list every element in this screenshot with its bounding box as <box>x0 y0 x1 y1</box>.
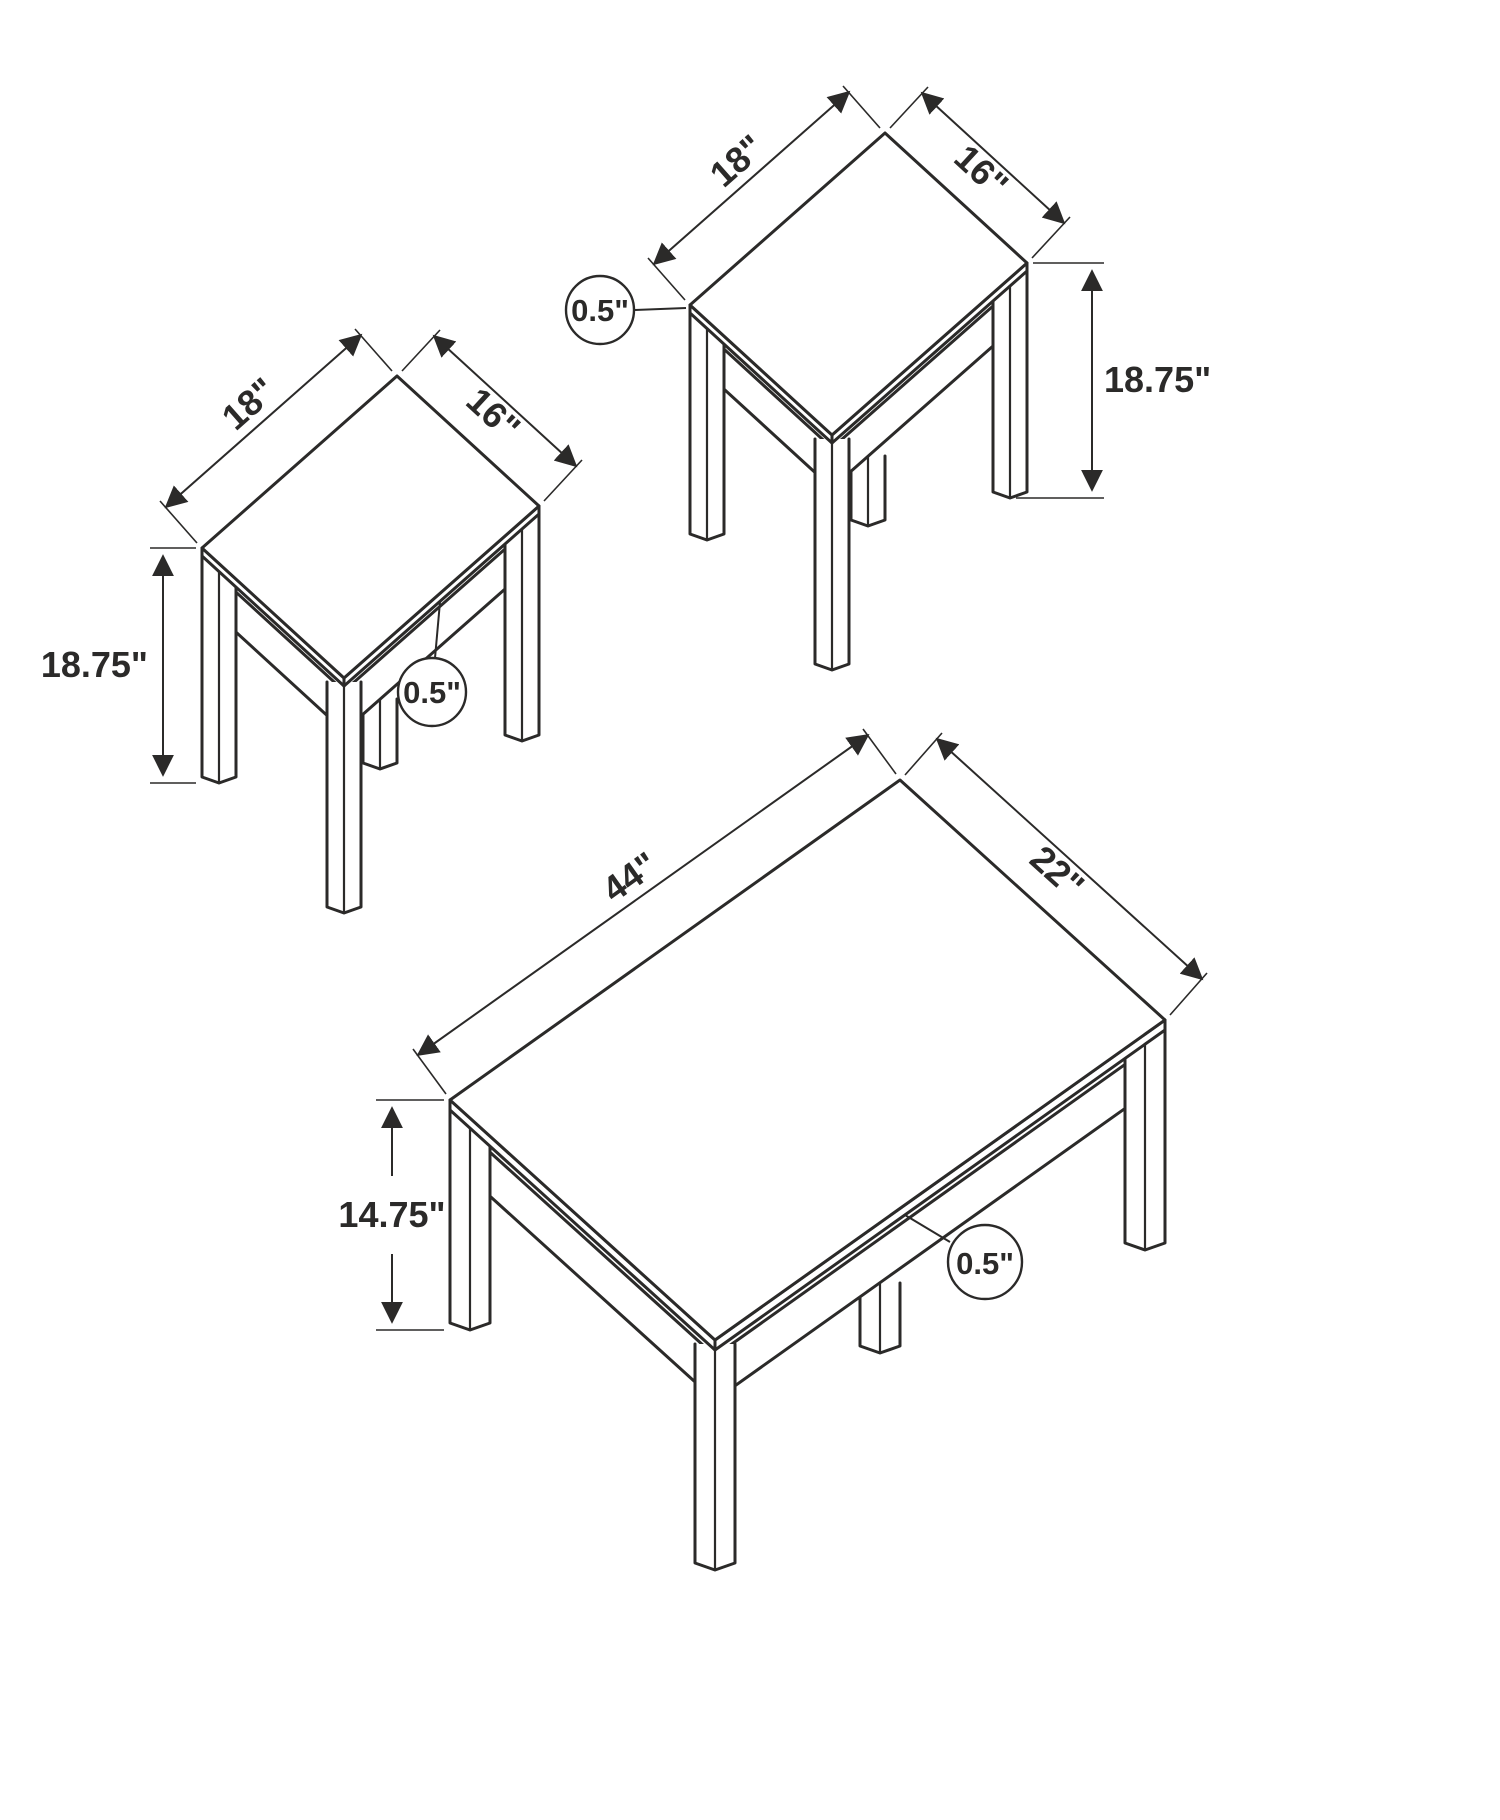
extension-line <box>647 257 686 301</box>
thickness-leader-line <box>434 601 441 659</box>
height-dimension: 18.75" <box>1016 262 1211 499</box>
dimension-line <box>416 733 870 1057</box>
depth-dimension-label: 22" <box>1022 837 1092 906</box>
dimension-line <box>920 91 1066 225</box>
dimension-line <box>652 90 851 266</box>
extension-line <box>1031 216 1071 259</box>
thickness-leader-line <box>904 1214 951 1243</box>
coffee-table-drawing: 44" 22" 14.75" 0.5" <box>338 728 1208 1572</box>
extension-line <box>159 500 198 544</box>
thickness-callout-label: 0.5" <box>571 293 629 328</box>
thickness-leader-line <box>633 307 687 311</box>
length-dimension-label: 18" <box>702 126 772 195</box>
height-dimension: 14.75" <box>338 1099 446 1331</box>
thickness-callout: 0.5" <box>564 274 687 346</box>
dimension-line <box>164 333 363 509</box>
end-table-upper-drawing: 18" 16" 18.75" 0.5" <box>564 85 1211 672</box>
length-dimension-label: 18" <box>214 369 284 438</box>
end-table-lower-drawing: 18" 16" 18.75" 0.5" <box>41 328 583 915</box>
thickness-callout-circle <box>564 274 636 346</box>
thickness-callout-circle <box>396 656 468 728</box>
depth-dimension-label: 16" <box>947 136 1017 205</box>
extension-line <box>543 459 583 502</box>
dimension-line <box>935 737 1204 981</box>
extension-line <box>412 1048 447 1095</box>
height-dimension-label: 14.75" <box>338 1194 445 1235</box>
extension-line <box>904 732 943 776</box>
height-dimension: 18.75" <box>41 547 196 784</box>
length-dimension-label: 44" <box>595 844 665 911</box>
thickness-callout-label: 0.5" <box>956 1246 1014 1281</box>
thickness-callout-label: 0.5" <box>403 675 461 710</box>
thickness-callout: 0.5" <box>396 601 468 728</box>
dimension-line <box>432 334 578 468</box>
depth-dimension-label: 16" <box>459 379 529 448</box>
thickness-callout: 0.5" <box>904 1214 1024 1301</box>
height-dimension-label: 18.75" <box>41 644 148 685</box>
thickness-callout-circle <box>946 1223 1024 1301</box>
height-dimension-label: 18.75" <box>1104 359 1211 400</box>
